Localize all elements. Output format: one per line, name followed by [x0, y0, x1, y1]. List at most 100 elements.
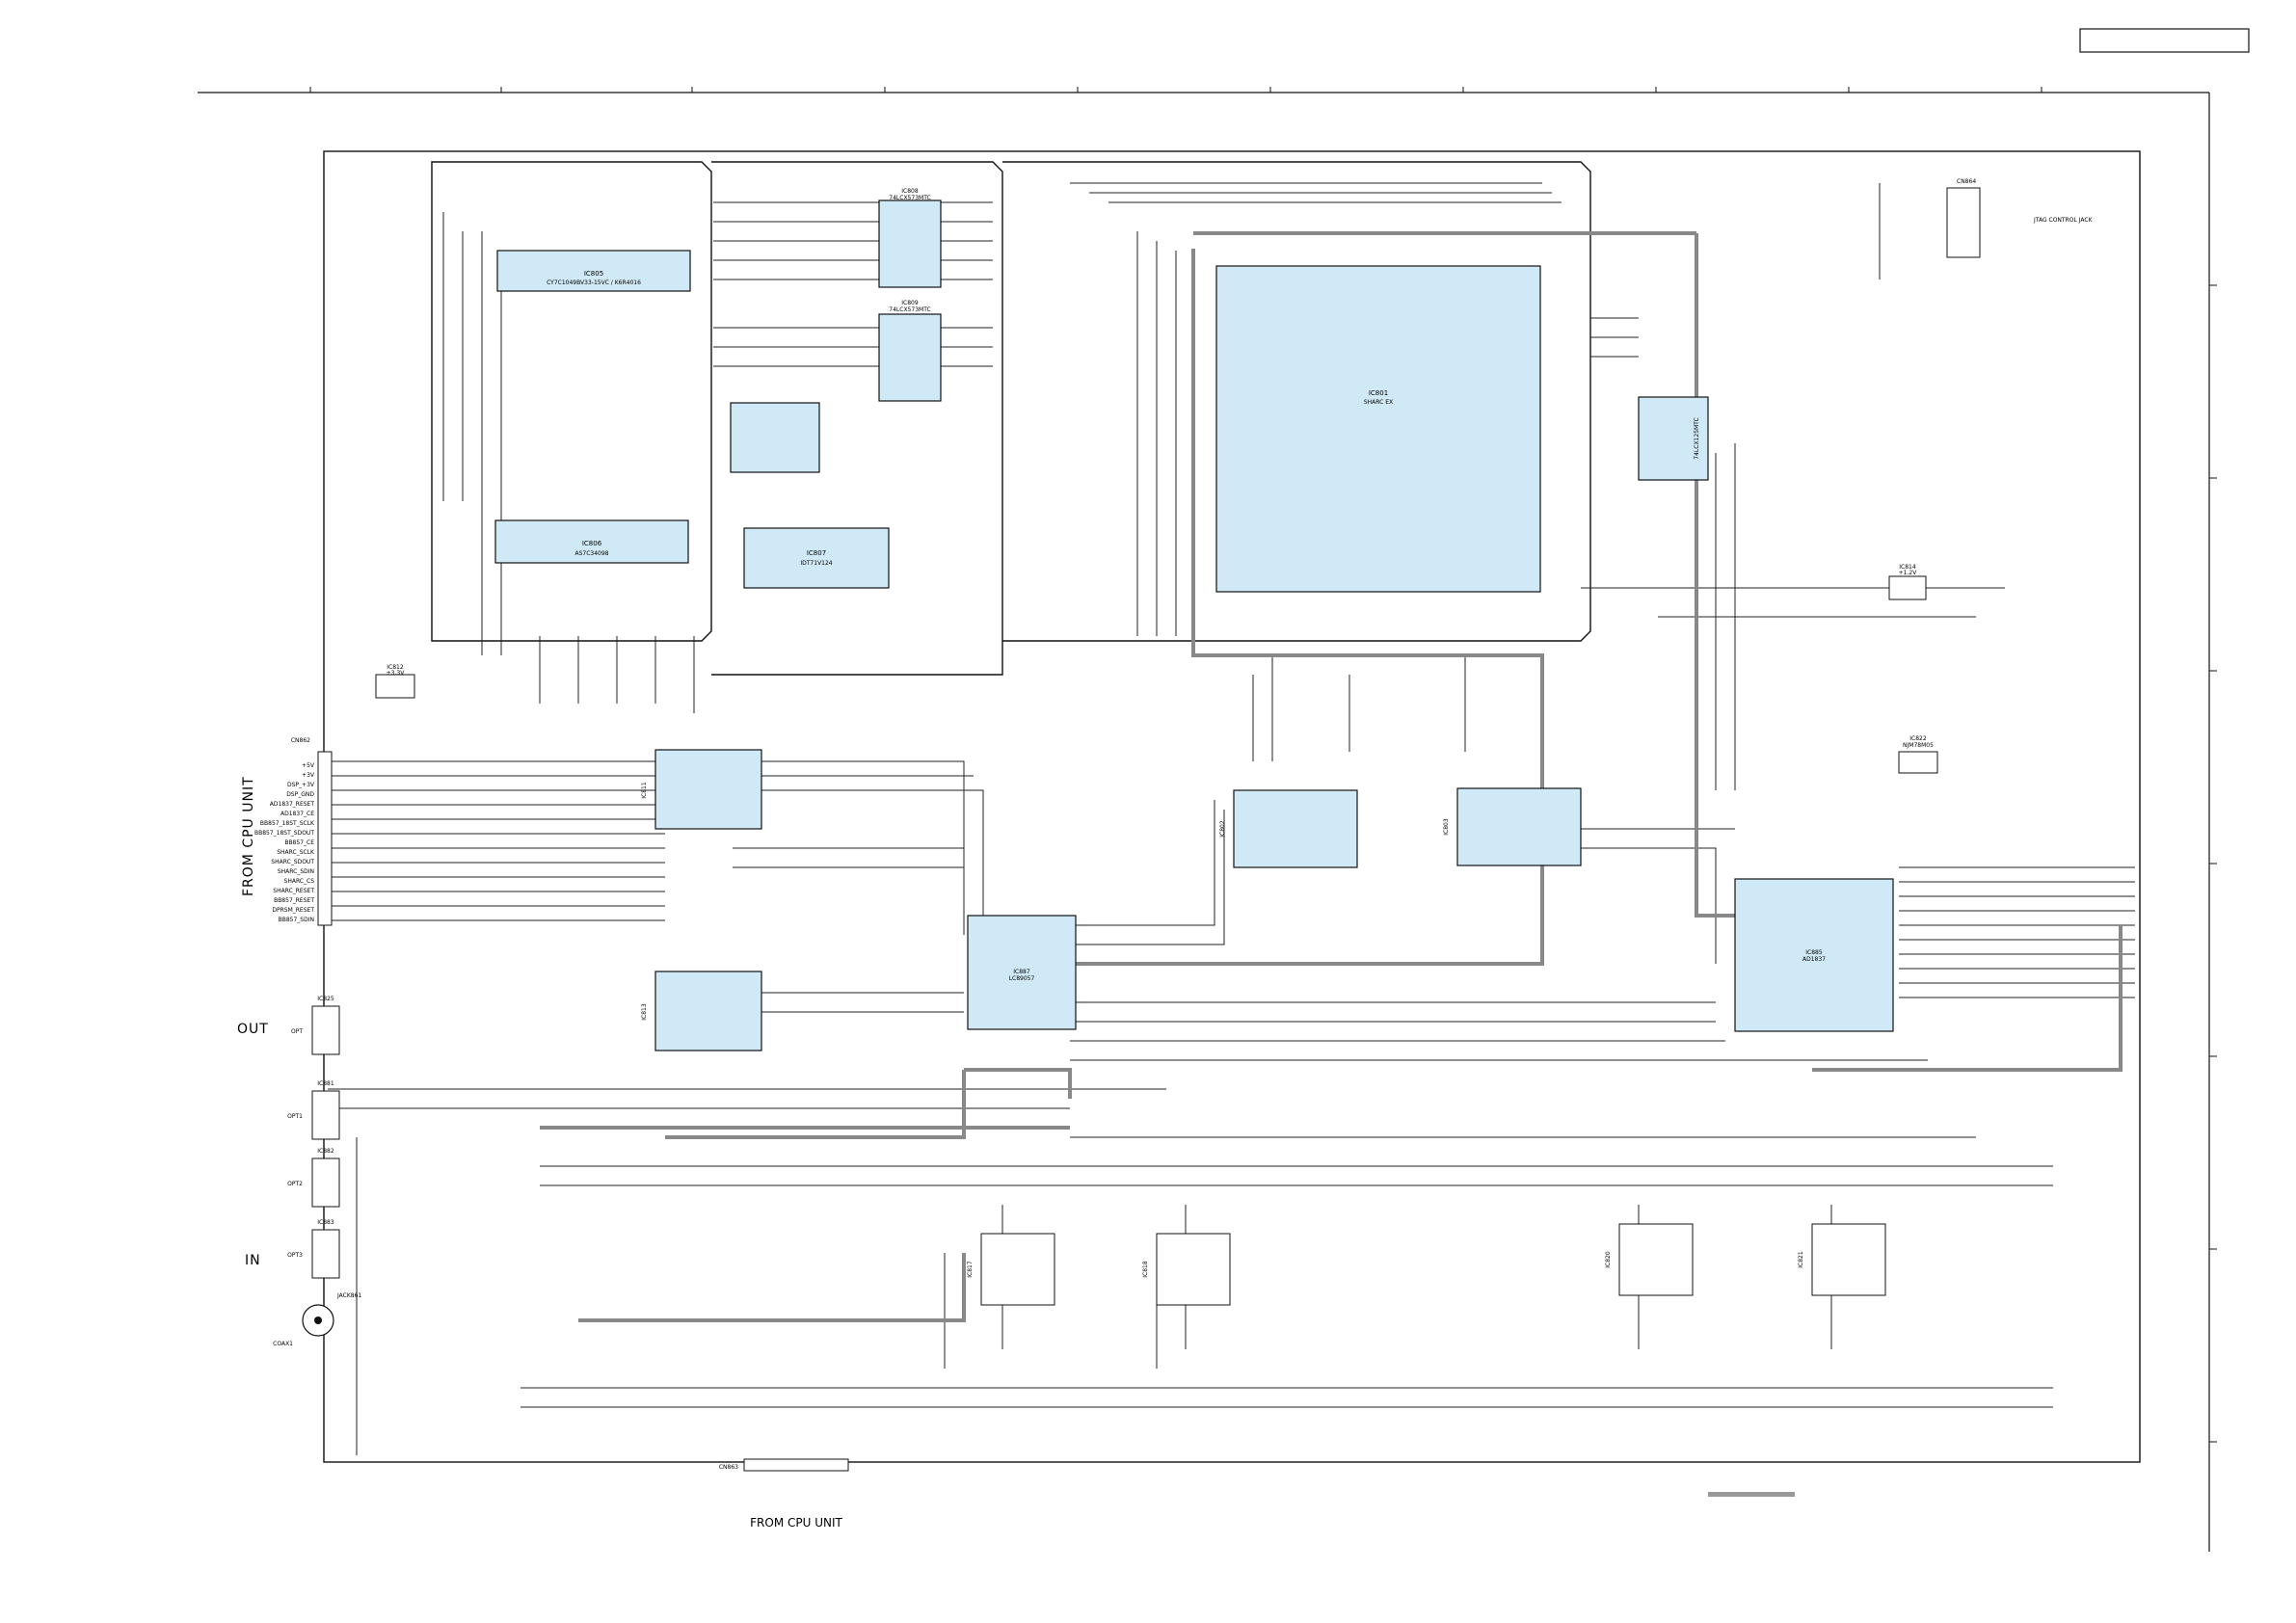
svg-text:LC89057: LC89057 — [1009, 975, 1035, 982]
svg-text:CY7C1049BV33-15VC / K6R4016: CY7C1049BV33-15VC / K6R4016 — [547, 279, 641, 286]
svg-text:OPT3: OPT3 — [287, 1252, 303, 1259]
coax-jack: JACK861 COAX1 — [273, 1292, 361, 1347]
svg-text:AD1837_CE: AD1837_CE — [280, 811, 314, 817]
svg-text:74LCX573MTC: 74LCX573MTC — [889, 195, 930, 201]
svg-text:IC806: IC806 — [582, 540, 602, 547]
svg-text:IC825: IC825 — [317, 996, 334, 1002]
svg-text:IC805: IC805 — [584, 270, 603, 278]
ic801-sharc-chip: IC801 SHARC EX — [1215, 265, 1541, 593]
svg-text:IC822: IC822 — [1909, 735, 1927, 742]
svg-text:BB857_CE: BB857_CE — [284, 839, 314, 846]
ruler-ticks — [309, 87, 2217, 1443]
svg-text:AD1837: AD1837 — [1802, 956, 1826, 963]
ic-buffer-small — [730, 402, 820, 473]
in-label: IN — [245, 1253, 261, 1268]
svg-text:CN862: CN862 — [291, 737, 310, 744]
ic820-chip: IC820 — [1605, 1223, 1694, 1296]
svg-text:DSP_GND: DSP_GND — [286, 791, 314, 798]
svg-text:IC887: IC887 — [1013, 969, 1030, 975]
svg-text:IC820: IC820 — [1605, 1251, 1612, 1268]
ic807-chip: IC807 IDT71V124 — [743, 527, 890, 589]
svg-text:+5V: +5V — [302, 762, 315, 769]
svg-text:IC803: IC803 — [1443, 818, 1450, 836]
svg-text:IC881: IC881 — [317, 1080, 334, 1087]
left-signal-names: +5V +3V DSP_+3V DSP_GND AD1837_RESET AD1… — [254, 762, 315, 923]
svg-text:AS7C34098: AS7C34098 — [574, 550, 608, 557]
ic809-chip: IC809 74LCX573MTC — [878, 300, 942, 402]
svg-text:IC813: IC813 — [641, 1003, 648, 1021]
ic808-chip: IC808 74LCX573MTC — [878, 188, 942, 288]
svg-text:IC821: IC821 — [1798, 1251, 1804, 1268]
svg-text:JTAG CONTROL JACK: JTAG CONTROL JACK — [2033, 217, 2094, 224]
cn862-connector: CN862 — [291, 737, 333, 926]
ic817-chip: IC817 — [967, 1233, 1055, 1306]
svg-text:IC808: IC808 — [901, 188, 919, 195]
svg-text:SHARC_SDOUT: SHARC_SDOUT — [271, 859, 314, 865]
svg-text:IC802: IC802 — [1219, 820, 1226, 838]
svg-text:IC882: IC882 — [317, 1148, 334, 1155]
svg-text:CN863: CN863 — [719, 1464, 738, 1471]
svg-text:IC811: IC811 — [641, 782, 648, 799]
svg-text:IC807: IC807 — [807, 549, 826, 557]
svg-text:74LCX125MTC: 74LCX125MTC — [1694, 417, 1700, 459]
svg-text:NJM78M05: NJM78M05 — [1903, 742, 1934, 749]
svg-text:COAX1: COAX1 — [273, 1341, 293, 1347]
ic821-chip: IC821 — [1798, 1223, 1886, 1296]
ic803-chip: IC803 — [1443, 787, 1582, 866]
svg-text:DPRSM_RESET: DPRSM_RESET — [272, 907, 314, 914]
opt-out-module: IC825 OPT — [291, 996, 340, 1055]
cn864-jtag-connector: CN864 JTAG CONTROL JACK — [1946, 178, 2094, 258]
ic887-chip: IC887 LC89057 — [967, 915, 1077, 1030]
svg-text:OPT: OPT — [291, 1028, 303, 1035]
svg-text:AD1837_RESET: AD1837_RESET — [270, 801, 315, 808]
svg-text:BB857_18ST_SDOUT: BB857_18ST_SDOUT — [254, 830, 314, 837]
ic810-chip: 74LCX125MTC — [1638, 396, 1709, 481]
opt2-module: IC882 OPT2 — [287, 1148, 340, 1208]
svg-text:74LCX573MTC: 74LCX573MTC — [889, 306, 930, 313]
svg-text:DSP_+3V: DSP_+3V — [287, 782, 315, 788]
svg-text:IC809: IC809 — [901, 300, 919, 306]
svg-text:IDT71V124: IDT71V124 — [800, 560, 832, 567]
svg-text:IC885: IC885 — [1805, 949, 1823, 956]
opt3-module: IC883 OPT3 — [287, 1219, 340, 1279]
svg-text:+1.2V: +1.2V — [1899, 570, 1918, 576]
out-label: OUT — [237, 1022, 269, 1037]
grey-mark — [1708, 1492, 1795, 1497]
svg-text:SHARC EX: SHARC EX — [1364, 399, 1393, 406]
opt1-module: IC881 OPT1 — [287, 1080, 340, 1140]
ic885-chip: IC885 AD1837 — [1734, 878, 1894, 1032]
ic814-regulator: IC814 +1.2V — [1888, 564, 1927, 600]
svg-text:SHARC_CS: SHARC_CS — [284, 878, 315, 885]
ic805-chip: IC805 CY7C1049BV33-15VC / K6R4016 — [496, 250, 691, 292]
ic822-regulator: IC822 NJM78M05 — [1898, 735, 1938, 774]
ic811-chip: IC811 — [641, 749, 762, 830]
title-box — [2079, 28, 2250, 53]
ic802-chip: IC802 — [1219, 789, 1358, 868]
svg-text:BB857_RESET: BB857_RESET — [274, 897, 314, 904]
svg-text:OPT1: OPT1 — [287, 1113, 303, 1120]
svg-text:+3V: +3V — [302, 772, 315, 779]
ic806-chip: IC806 AS7C34098 — [494, 519, 689, 564]
svg-text:BB857_18ST_SCLK: BB857_18ST_SCLK — [260, 820, 315, 827]
from-cpu-unit-bottom-label: FROM CPU UNIT — [750, 1516, 842, 1530]
from-cpu-unit-left-label: FROM CPU UNIT — [241, 776, 256, 896]
ic813-chip: IC813 — [641, 971, 762, 1051]
svg-text:IC812: IC812 — [387, 664, 404, 671]
svg-text:CN864: CN864 — [1957, 178, 1976, 185]
svg-text:IC814: IC814 — [1899, 564, 1916, 571]
buffer-frame — [711, 161, 1003, 676]
svg-text:JACK861: JACK861 — [336, 1292, 361, 1299]
svg-text:SHARC_SDIN: SHARC_SDIN — [278, 868, 314, 875]
svg-text:SHARC_RESET: SHARC_RESET — [273, 888, 314, 894]
svg-text:SHARC_SCLK: SHARC_SCLK — [277, 849, 315, 856]
svg-text:BB857_SDIN: BB857_SDIN — [279, 917, 314, 923]
ic812-regulator: IC812 +3.3V — [375, 664, 415, 699]
memory-frame — [431, 161, 712, 642]
dsp-frame — [1002, 161, 1591, 642]
svg-text:IC817: IC817 — [967, 1261, 974, 1278]
svg-text:OPT2: OPT2 — [287, 1181, 303, 1187]
ic818-chip: IC818 — [1142, 1233, 1231, 1306]
svg-text:IC801: IC801 — [1369, 389, 1388, 397]
cn863-connector: CN863 — [719, 1458, 849, 1472]
